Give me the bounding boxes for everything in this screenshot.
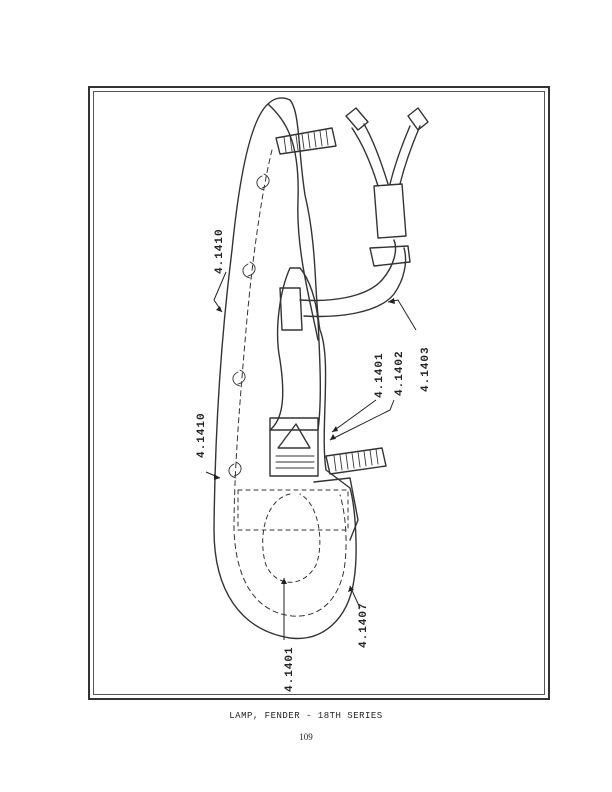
leader-1402 bbox=[329, 399, 395, 441]
page-frame-outer bbox=[88, 86, 550, 700]
callout-side-1410: 4.1410 bbox=[196, 412, 208, 458]
arrow-side-1410 bbox=[214, 474, 220, 480]
page-frame-inner bbox=[93, 91, 545, 695]
callout-top-1410: 4.1410 bbox=[214, 228, 226, 274]
callout-1407: 4.1407 bbox=[358, 602, 370, 648]
arrow-1401-mid bbox=[332, 426, 338, 432]
screw-top bbox=[275, 127, 337, 155]
leader-1403 bbox=[387, 299, 417, 331]
arrow-1407 bbox=[348, 586, 354, 592]
wire-right bbox=[389, 125, 421, 185]
wire-junction bbox=[373, 183, 407, 239]
clip-2 bbox=[242, 261, 256, 279]
arrow-1401-bottom bbox=[281, 578, 287, 584]
wire-conduit-end bbox=[369, 245, 411, 267]
wire-left bbox=[351, 123, 389, 187]
bracket-plate bbox=[279, 287, 303, 331]
clip-3 bbox=[232, 369, 246, 387]
clip-4 bbox=[228, 461, 242, 479]
connector-left bbox=[345, 107, 369, 131]
arrow-1403 bbox=[388, 298, 395, 304]
socket-cutaway bbox=[269, 267, 321, 431]
figure-caption: LAMP, FENDER - 18TH SERIES bbox=[229, 711, 383, 721]
lower-rim bbox=[313, 477, 359, 541]
socket-cone bbox=[277, 423, 311, 449]
callout-1401-bottom: 4.1401 bbox=[284, 646, 296, 692]
leader-1401-mid bbox=[331, 399, 377, 433]
lamp-housing-outline bbox=[213, 97, 357, 640]
bulb-base-dashed bbox=[237, 489, 349, 531]
screw-bottom bbox=[325, 447, 387, 475]
inner-liner-dashed bbox=[233, 149, 347, 617]
bulb-outline-dashed bbox=[262, 493, 321, 583]
callout-1402: 4.1402 bbox=[394, 350, 406, 396]
clip-1 bbox=[256, 173, 270, 191]
callout-1403: 4.1403 bbox=[420, 346, 432, 392]
page-number: 109 bbox=[299, 732, 313, 742]
socket-housing bbox=[269, 417, 319, 477]
arrow-1402 bbox=[330, 434, 336, 440]
callout-1401-mid: 4.1401 bbox=[374, 352, 386, 398]
connector-right bbox=[407, 107, 429, 131]
socket-lines bbox=[275, 455, 315, 469]
arrow-top-1410 bbox=[216, 306, 222, 312]
lens-rim bbox=[267, 103, 319, 341]
